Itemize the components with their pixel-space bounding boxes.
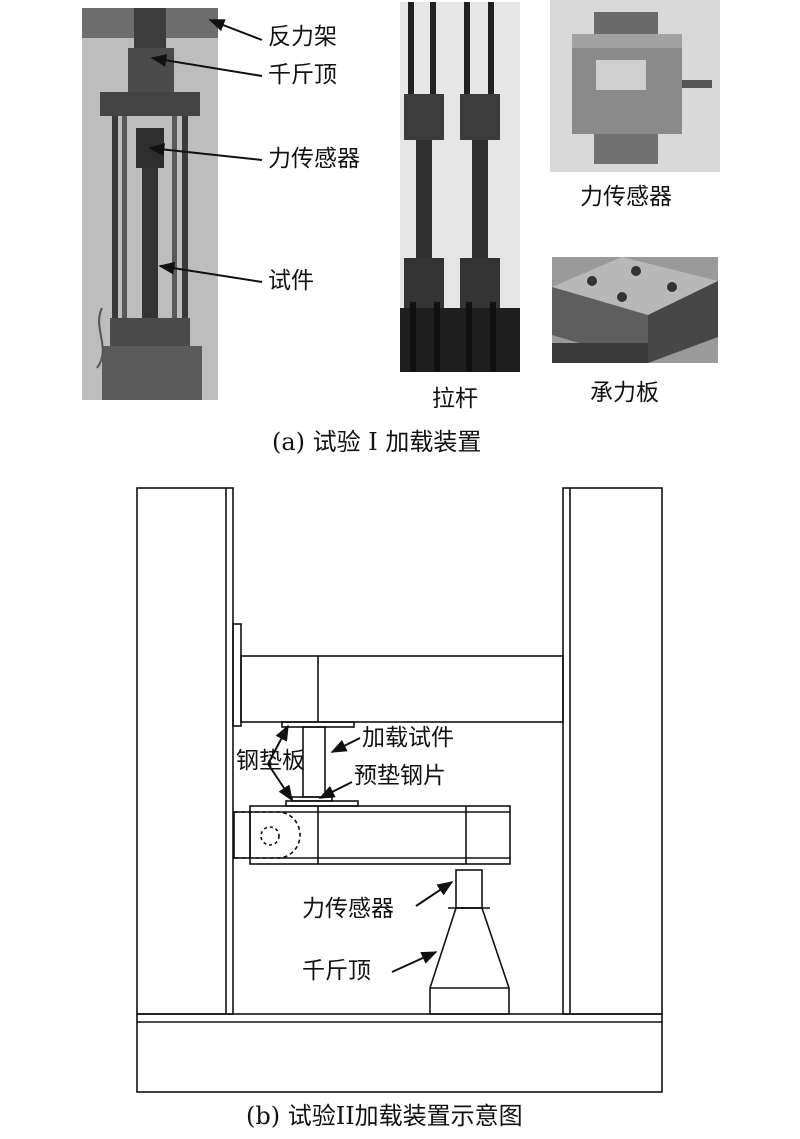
arrow-force-sensor (148, 143, 263, 161)
arrow-pre-shim (318, 781, 353, 799)
label-sensor-photo: 力传感器 (580, 184, 672, 210)
label-pre-shim: 预垫钢片 (354, 763, 446, 789)
label-tie-rod: 拉杆 (432, 386, 478, 412)
loaded-specimen (302, 726, 326, 798)
arrow-reaction-frame (208, 19, 263, 41)
arrow-loaded-specimen (330, 737, 361, 753)
arrow-steel-pad-lower (267, 763, 293, 802)
hinge-plate (233, 811, 251, 859)
label-jack-b: 千斤顶 (302, 958, 371, 984)
force-sensor-block (455, 869, 483, 909)
caption-part-a: (a) 试验 I 加载装置 (272, 428, 482, 456)
label-specimen: 试件 (268, 268, 314, 294)
label-jack: 千斤顶 (268, 62, 337, 88)
tie-rod-photo (400, 2, 520, 372)
base-beam (136, 1013, 663, 1093)
arrow-specimen (158, 261, 263, 283)
label-reaction-frame: 反力架 (268, 24, 337, 50)
jack-body (429, 907, 510, 1015)
label-force-sensor-b: 力传感器 (302, 896, 394, 922)
left-column (136, 487, 234, 1015)
label-force-sensor: 力传感器 (268, 146, 360, 172)
hinge-pin (260, 826, 280, 846)
right-column (562, 487, 663, 1015)
bearing-plate-photo (552, 257, 718, 363)
arrow-steel-pad (267, 724, 289, 765)
label-loaded-specimen: 加载试件 (362, 725, 454, 751)
part-a-arrows (148, 19, 263, 283)
top-beam (240, 655, 564, 723)
caption-part-b: (b) 试验II加载装置示意图 (246, 1102, 523, 1130)
loading-device-schematic (136, 487, 663, 1093)
force-sensor-photo (550, 0, 720, 172)
label-bearing-plate: 承力板 (590, 380, 659, 406)
arrow-jack (150, 54, 263, 77)
label-steel-pad: 钢垫板 (236, 748, 305, 774)
arrow-force-sensor-b (415, 881, 454, 907)
lower-beam (249, 805, 511, 865)
arrow-jack-b (391, 951, 438, 973)
